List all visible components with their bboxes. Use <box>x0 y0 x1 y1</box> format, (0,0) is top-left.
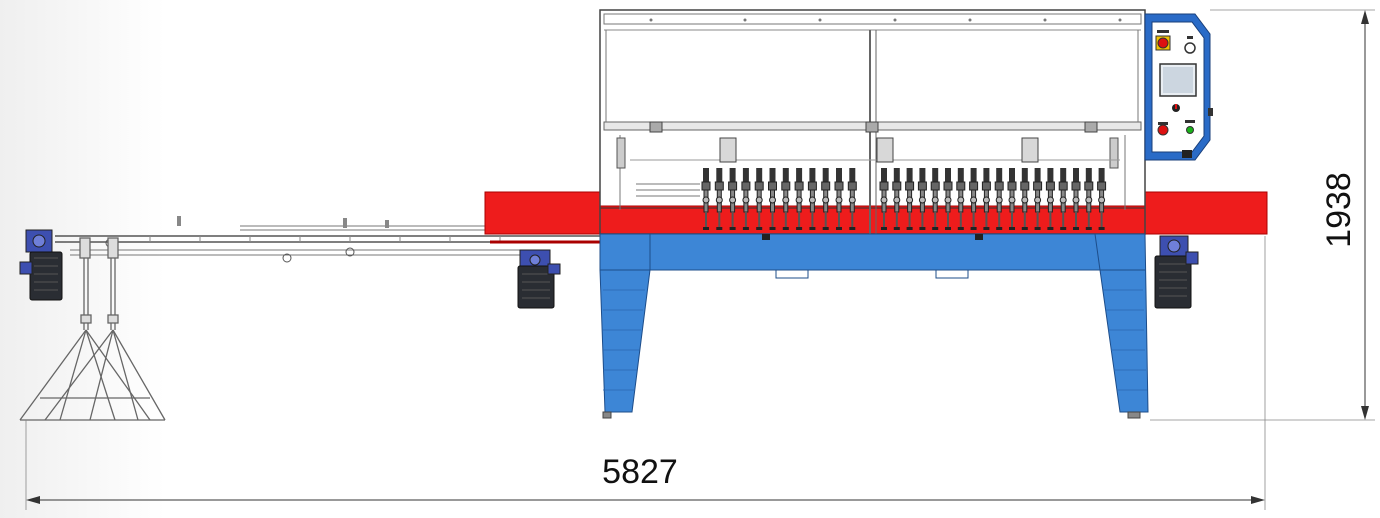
spindle-bracket <box>719 137 737 163</box>
spindle-bracket <box>876 137 894 163</box>
spindle-unit <box>892 168 902 230</box>
emergency-stop-icon[interactable] <box>1157 124 1169 136</box>
center-drive-motor <box>517 249 561 309</box>
spindle-unit <box>714 168 724 230</box>
spindle-unit <box>917 168 927 230</box>
spindle-unit <box>943 168 953 230</box>
spindle-unit <box>741 168 751 230</box>
spindle-unit <box>905 168 915 230</box>
spindle-unit <box>754 168 764 230</box>
spindle-unit <box>1007 168 1017 230</box>
spindle-unit <box>1033 168 1043 230</box>
spindle-unit <box>879 168 889 230</box>
right-drive-motor <box>1154 235 1199 309</box>
spindle-unit <box>1084 168 1094 230</box>
spindle-unit <box>847 168 857 230</box>
spindle-unit <box>969 168 979 230</box>
spindle-unit <box>834 168 844 230</box>
spindle-unit <box>794 168 804 230</box>
control-panel <box>1144 13 1213 161</box>
spindle-unit <box>701 168 711 230</box>
spindle-unit <box>1071 168 1081 230</box>
spindle-unit <box>781 168 791 230</box>
dimension-height <box>1150 9 1375 421</box>
spindle-unit <box>930 168 940 230</box>
spindle-unit <box>994 168 1004 230</box>
spindle-unit <box>1097 168 1107 230</box>
conveyor-stands <box>19 237 166 421</box>
spindle-unit <box>821 168 831 230</box>
reset-button-icon[interactable] <box>1184 42 1196 54</box>
dimension-length <box>25 236 1266 510</box>
spindle-unit <box>1020 168 1030 230</box>
height-dimension-label: 1938 <box>1320 172 1358 248</box>
spindle-unit <box>728 168 738 230</box>
spindle-bank <box>701 137 1107 230</box>
spindle-unit <box>981 168 991 230</box>
left-drive-motor <box>19 229 63 301</box>
red-guard-rail <box>484 191 1268 244</box>
indicator-lamp-icon <box>1186 126 1194 134</box>
spindle-bracket <box>1021 137 1039 163</box>
machine-base <box>599 233 1149 419</box>
spindle-unit <box>807 168 817 230</box>
spindle-unit <box>956 168 966 230</box>
spindle-unit <box>768 168 777 230</box>
length-dimension-label: 5827 <box>602 453 678 491</box>
spindle-unit <box>1045 168 1055 230</box>
spindle-unit <box>1058 168 1068 230</box>
